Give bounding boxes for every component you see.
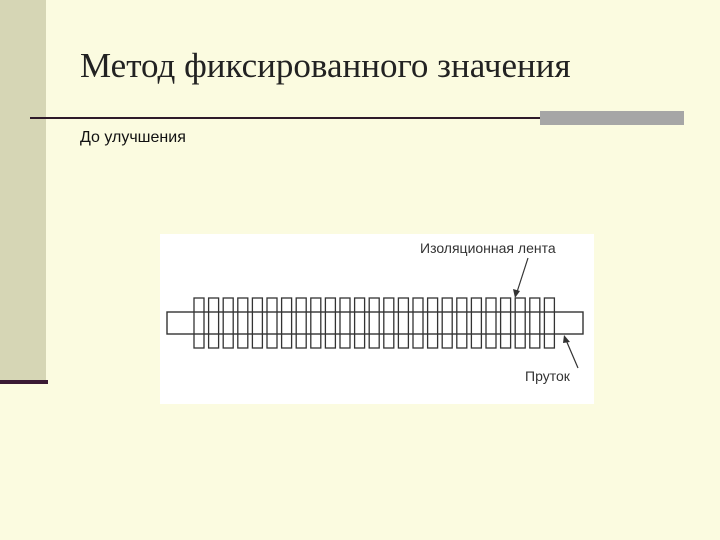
rod (166, 311, 584, 335)
tape-coil (499, 297, 512, 349)
tape-leader-line (516, 257, 529, 293)
title-rule (30, 117, 540, 119)
tape-coil (368, 297, 380, 349)
tape-coil (353, 297, 366, 349)
tape-coil (412, 297, 424, 349)
tape-coil (383, 297, 395, 349)
tape-coil (514, 297, 526, 349)
tape-coil (456, 297, 468, 349)
tape-coil (485, 297, 497, 349)
tape-coil (426, 297, 439, 349)
rod-tape-diagram: Изоляционная лента Пруток (160, 234, 594, 404)
title-rule-accent (540, 111, 684, 125)
tape-coil (237, 297, 249, 349)
tape-coil (222, 297, 234, 349)
tape-coil (193, 297, 205, 349)
slide-subtitle: До улучшения (80, 129, 186, 146)
tape-coil (280, 297, 293, 349)
tape-coil (397, 297, 410, 349)
tape-coil (470, 297, 483, 349)
tape-coil (266, 297, 278, 349)
tape-coil (543, 297, 556, 349)
tape-coil (441, 297, 453, 349)
tape-coil (251, 297, 264, 349)
tape-coil (207, 297, 220, 349)
tape-coils (193, 297, 556, 349)
rod-leader-line (565, 339, 579, 369)
tape-coil (339, 297, 351, 349)
tape-coil (529, 297, 541, 349)
slide-title: Метод фиксированного значения (80, 46, 571, 85)
tape-arrowhead (513, 289, 520, 298)
sidebar-decoration (0, 0, 46, 382)
rod-arrowhead (563, 335, 570, 343)
tape-coil (310, 297, 322, 349)
rod-label: Пруток (525, 368, 571, 384)
tape-coil (295, 297, 307, 349)
sidebar-edge-line (0, 380, 48, 384)
tape-label: Изоляционная лента (420, 240, 556, 256)
tape-coil (324, 297, 337, 349)
